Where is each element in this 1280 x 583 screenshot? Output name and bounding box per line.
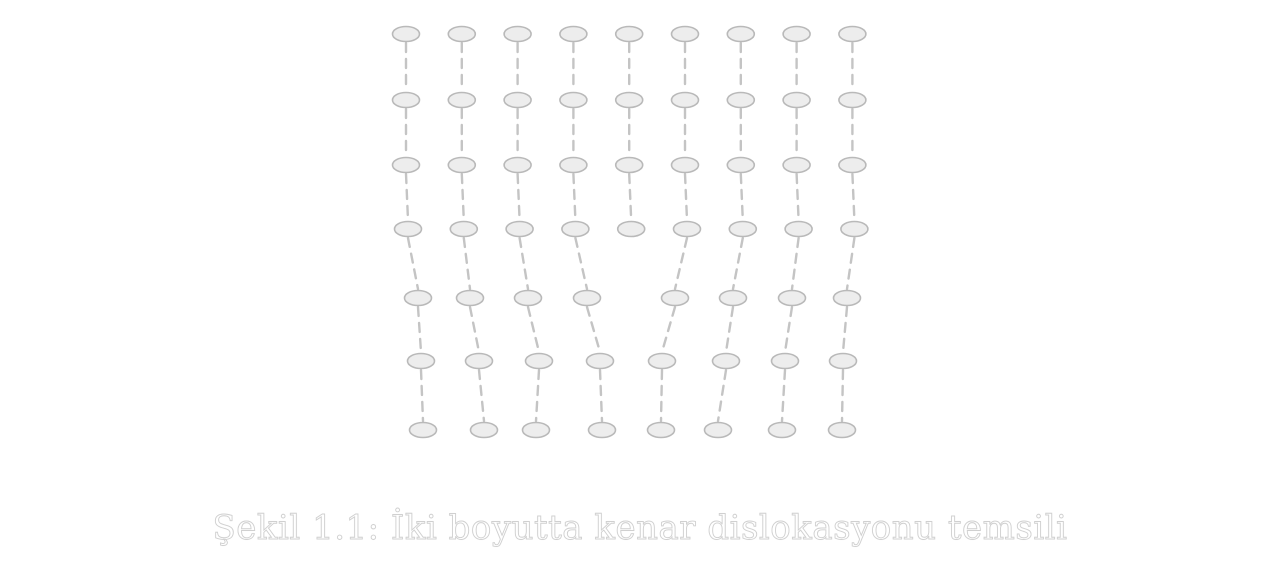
atom-sites [391, 25, 869, 439]
atom [770, 352, 800, 370]
bond-line [673, 236, 689, 291]
bond-lines [404, 41, 856, 423]
bond-line [462, 236, 472, 291]
atom [777, 289, 807, 307]
atom [726, 25, 756, 43]
bond-line [574, 236, 589, 291]
bond-line [518, 236, 530, 291]
atom [670, 25, 700, 43]
atom [840, 220, 869, 238]
atom [614, 156, 644, 174]
atom [703, 421, 733, 439]
atom [559, 156, 588, 174]
atom [726, 156, 756, 174]
atom [838, 156, 867, 174]
atom [403, 289, 433, 307]
bond-line [716, 368, 728, 423]
bond-line [406, 236, 420, 291]
atom [832, 289, 862, 307]
bond-line [416, 305, 423, 354]
bond-line [845, 236, 856, 291]
atom [524, 352, 554, 370]
bond-line [724, 305, 735, 354]
atom [614, 91, 644, 109]
atom [513, 289, 543, 307]
atom [521, 421, 551, 439]
atom [572, 289, 602, 307]
bond-line [790, 236, 800, 291]
bond-line [739, 172, 744, 222]
bond-line [731, 236, 744, 291]
atom [587, 421, 617, 439]
atom [782, 25, 811, 43]
atom [406, 352, 436, 370]
atom [505, 220, 534, 238]
atom [672, 220, 702, 238]
bond-line [477, 368, 486, 423]
bond-line [660, 305, 677, 354]
atom [447, 156, 477, 174]
bond-line [628, 172, 633, 222]
atom [503, 91, 532, 109]
bond-line [795, 172, 800, 222]
bond-line [460, 172, 465, 222]
edge-dislocation-lattice [391, 25, 869, 439]
bond-line [780, 368, 787, 423]
atom [391, 156, 421, 174]
atom [647, 352, 677, 370]
atom [503, 156, 532, 174]
atom [828, 352, 858, 370]
atom [464, 352, 494, 370]
bond-line [419, 368, 425, 423]
bond-line [516, 172, 521, 222]
atom [718, 289, 748, 307]
atom [660, 289, 690, 307]
bond-line [683, 172, 689, 222]
atom [784, 220, 813, 238]
atom [728, 220, 758, 238]
bond-line [841, 305, 849, 354]
atom [614, 25, 644, 43]
atom [447, 25, 477, 43]
atom [559, 91, 588, 109]
atom [767, 421, 797, 439]
bond-line [598, 368, 604, 423]
bond-line [783, 305, 794, 354]
atom [670, 91, 700, 109]
bond-line [840, 368, 845, 423]
atom [503, 25, 532, 43]
atom [469, 421, 499, 439]
bond-line [468, 305, 481, 354]
atom [393, 220, 423, 238]
atom [408, 421, 438, 439]
bond-line [526, 305, 541, 354]
atom [782, 91, 811, 109]
atom [646, 421, 676, 439]
atom [455, 289, 485, 307]
atom [616, 220, 646, 238]
bond-line [572, 172, 577, 222]
atom [449, 220, 479, 238]
atom [585, 352, 615, 370]
atom [391, 91, 421, 109]
atom [670, 156, 700, 174]
atom [838, 25, 867, 43]
atom [447, 91, 477, 109]
atom [827, 421, 857, 439]
atom [838, 91, 867, 109]
atom [391, 25, 421, 43]
atom [726, 91, 756, 109]
atom [561, 220, 590, 238]
bond-line [659, 368, 664, 423]
atom [559, 25, 588, 43]
atom [711, 352, 741, 370]
bond-line [404, 172, 410, 222]
atom [782, 156, 811, 174]
bond-line [851, 172, 856, 222]
bond-line [534, 368, 541, 423]
figure-caption: Şekil 1.1: İki boyutta kenar dislokasyon… [212, 508, 1068, 549]
bond-line [585, 305, 602, 354]
